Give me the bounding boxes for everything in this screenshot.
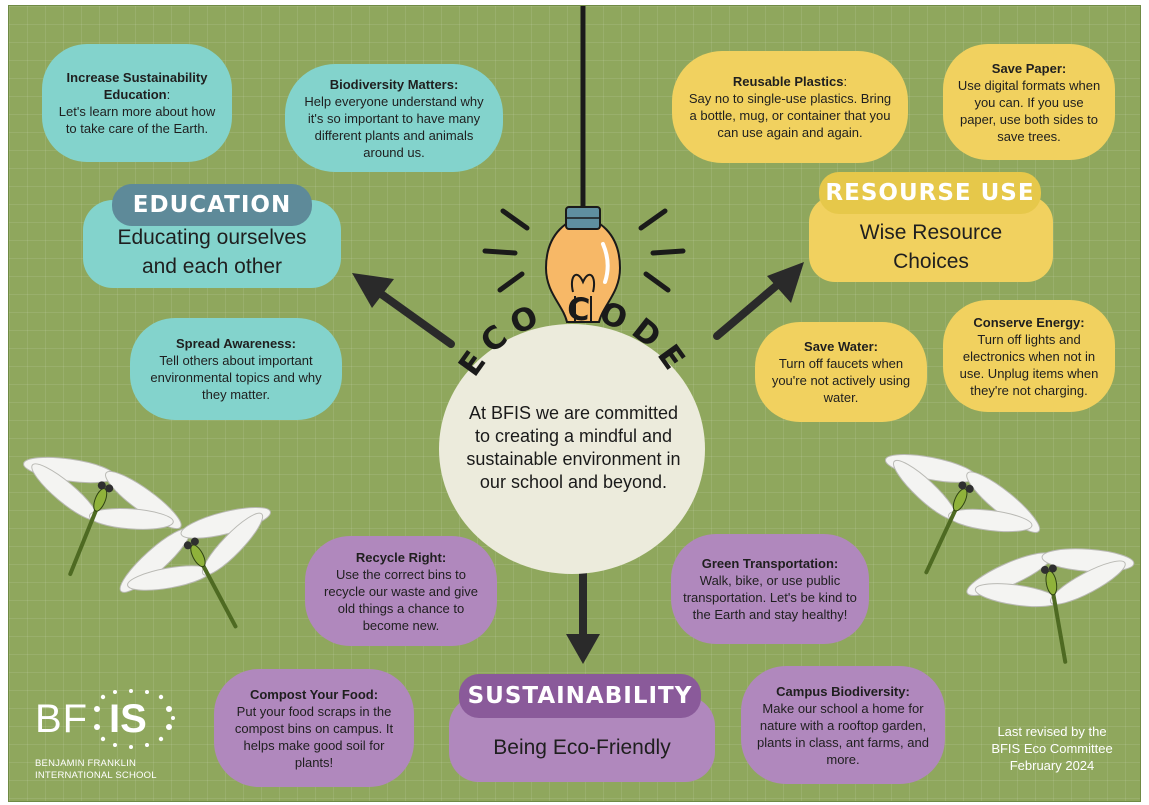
logo-name-line: INTERNATIONAL SCHOOL — [35, 770, 157, 781]
decorations — [352, 6, 804, 664]
revision-note: Last revised by the BFIS Eco Committee F… — [977, 723, 1127, 774]
revision-line: Last revised by the — [997, 724, 1107, 739]
category-sustainability-text: Being Eco-Friendly — [493, 735, 671, 759]
tip-title: Biodiversity Matters: — [329, 76, 459, 92]
arrow-to-sustainability — [566, 562, 600, 664]
light-bulb — [544, 206, 622, 323]
arrow-to-education — [352, 273, 455, 348]
tip-title: Conserve Energy: — [973, 314, 1085, 330]
tip-text: Turn off lights and electronics when not… — [959, 331, 1099, 398]
tip-title: Save Water: — [804, 339, 878, 354]
tip-compost: Compost Your Food: Put your food scraps … — [214, 669, 414, 787]
eco-code-title-graphic: ECO CODE — [452, 291, 688, 383]
tip-biodiversity: Biodiversity Matters: Help everyone unde… — [285, 64, 503, 172]
category-label-text: SUSTAINABILITY — [467, 683, 693, 709]
category-resource-use-label: RESOURSE USE — [819, 172, 1041, 214]
logo-school-name: BENJAMIN FRANKLIN INTERNATIONAL SCHOOL — [35, 758, 185, 782]
tip-text: Let's learn more about how to take care … — [58, 104, 216, 136]
logo-dots-icon — [94, 689, 175, 749]
light-rays — [482, 208, 686, 293]
tip-title: Recycle Right: — [355, 549, 447, 565]
logo-name-line: BENJAMIN FRANKLIN — [35, 758, 137, 769]
eco-code-poster: Increase Sustainability Education: Let's… — [8, 5, 1141, 802]
revision-line: February 2024 — [1009, 758, 1095, 773]
category-education-text: Educating ourselves and each other — [117, 226, 307, 278]
tip-title: Compost Your Food: — [249, 686, 379, 702]
logo-initials-right: IS — [109, 697, 147, 741]
tip-title: Increase Sustainability Education — [66, 70, 208, 102]
tip-title: Spread Awareness: — [176, 336, 296, 351]
tip-text: Help everyone understand why it's so imp… — [304, 93, 484, 160]
tip-text: Walk, bike, or use public transportation… — [683, 573, 857, 622]
category-label-text: RESOURSE USE — [825, 180, 1035, 206]
logo-initials-left: BF — [35, 697, 89, 741]
bfis-logo: BF IS BENJAMIN FRANKLIN INTERNATIONAL SC… — [29, 689, 189, 789]
tip-text: Turn off faucets when you're not activel… — [771, 356, 911, 405]
tip-title: Green Transportation: — [701, 556, 839, 571]
revision-line: BFIS Eco Committee — [991, 741, 1113, 756]
tip-colon: : — [843, 74, 848, 89]
tip-campus-biodiversity: Campus Biodiversity: Make our school a h… — [741, 666, 945, 784]
category-resource-use-text: Wise Resource Choices — [859, 221, 1003, 273]
tip-paper: Save Paper: Use digital formats when you… — [943, 44, 1115, 160]
tip-transport: Green Transportation: Walk, bike, or use… — [671, 534, 869, 644]
tip-text: Tell others about important environmenta… — [150, 353, 322, 402]
tip-text: Make our school a home for nature with a… — [757, 700, 929, 767]
tip-awareness: Spread Awareness: Tell others about impo… — [130, 318, 342, 420]
tip-title: Save Paper: — [991, 60, 1067, 76]
category-label-text: EDUCATION — [132, 192, 292, 218]
tip-text: Put your food scraps in the compost bins… — [234, 703, 394, 770]
tip-energy: Conserve Energy: Turn off lights and ele… — [943, 300, 1115, 412]
tip-text: Say no to single-use plastics. Bring a b… — [688, 91, 892, 140]
tip-water: Save Water: Turn off faucets when you're… — [755, 322, 927, 422]
tip-recycle: Recycle Right: Use the correct bins to r… — [305, 536, 497, 646]
tip-text: Use the correct bins to recycle our wast… — [324, 566, 478, 633]
category-sustainability-label: SUSTAINABILITY — [459, 674, 701, 718]
tip-title: Campus Biodiversity: — [776, 683, 910, 699]
category-education-label: EDUCATION — [112, 184, 312, 226]
arrow-to-resource-use — [713, 262, 804, 340]
center-circle — [439, 324, 705, 574]
tip-title: Reusable Plastics — [732, 74, 844, 89]
center-statement: At BFIS we are committed to creating a m… — [466, 403, 681, 492]
tip-text: Use digital formats when you can. If you… — [957, 77, 1101, 144]
tip-plastics: Reusable Plastics: Say no to single-use … — [672, 51, 908, 163]
tip-increase-education: Increase Sustainability Education: Let's… — [42, 44, 232, 162]
tip-colon: : — [166, 87, 171, 102]
